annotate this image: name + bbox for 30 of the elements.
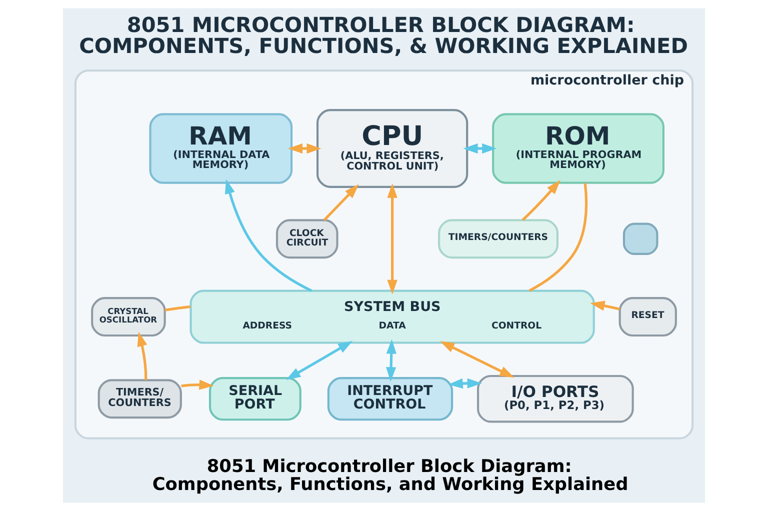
node-box: CLOCK CIRCUIT (276, 219, 338, 259)
arrow (181, 380, 214, 390)
arrow (323, 184, 359, 221)
arrow (590, 300, 620, 311)
arrow (387, 183, 398, 294)
arrow (386, 339, 396, 382)
connector (164, 305, 190, 312)
arrow (522, 180, 560, 221)
arrow (224, 179, 312, 292)
arrow (137, 332, 148, 380)
node-box: CRYSTAL OSCILLATOR (91, 297, 166, 337)
node-box: SYSTEM BUS ADDRESS DATA CONTROL (190, 290, 595, 344)
node-box: I/O PORTS (P0, P1, P2, P3) (476, 374, 634, 423)
node-box: RESET (618, 297, 677, 337)
connector (528, 183, 588, 292)
arrow (440, 341, 514, 378)
node-box: INTERRUPT CONTROL (327, 377, 454, 421)
node-box: ROM (INTERNAL PROGRAM MEMORY) (492, 113, 664, 184)
node-box: CPU (ALU, REGISTERS, CONTROL UNIT) (316, 109, 468, 188)
node-box: TIMERS/ COUNTERS (98, 379, 182, 419)
arrow (463, 143, 497, 154)
caption: 8051 Microcontroller Block Diagram: Components, Functions, and Working Explained (152, 457, 628, 495)
node-box: SERIAL PORT (208, 377, 302, 421)
arrow (288, 143, 322, 154)
diagram-title: 8051 MICROCONTROLLER BLOCK DIAGRAM: COMPONENTS, FUNCTIONS, & WORKING EXPLAINED (79, 13, 688, 58)
arrow (448, 378, 482, 389)
node-box (622, 222, 658, 255)
arrow (286, 340, 353, 380)
node-box: RAM (INTERNAL DATA MEMORY) (149, 113, 293, 184)
node-box: TIMERS/COUNTERS (438, 219, 559, 259)
